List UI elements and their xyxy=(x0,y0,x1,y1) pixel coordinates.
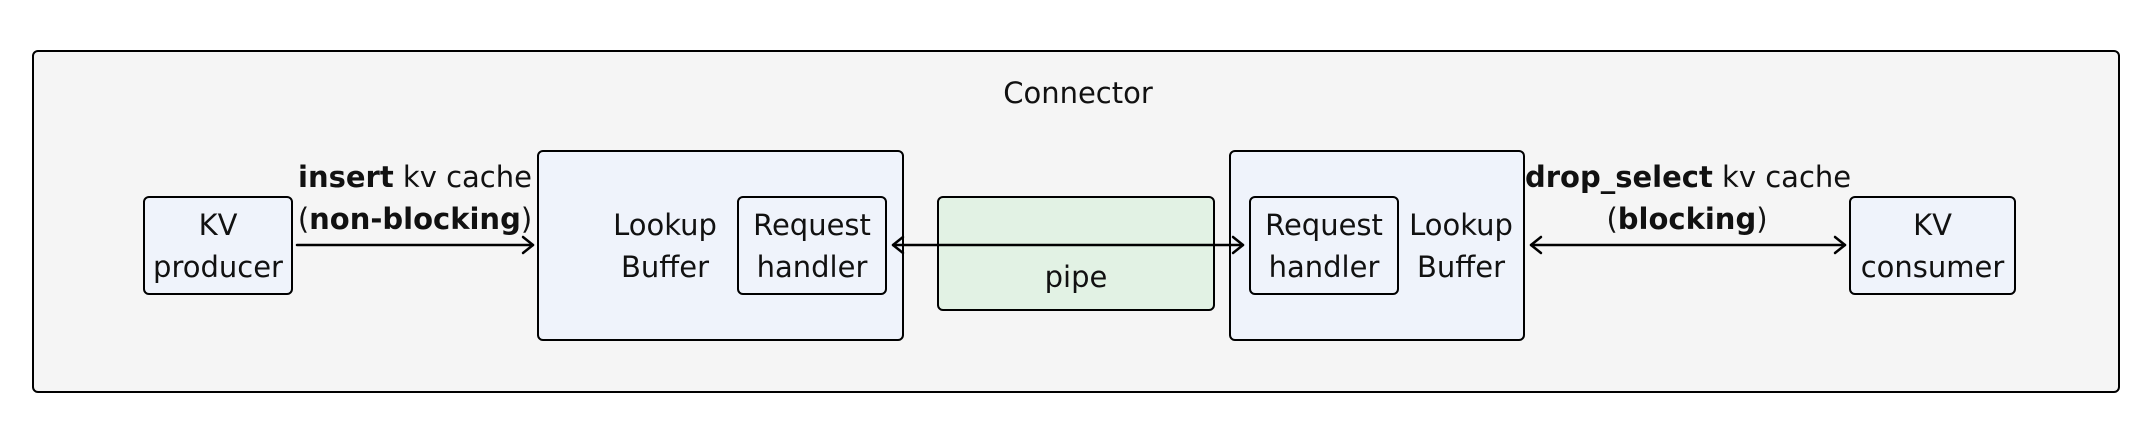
request-handler-right-line1: Request xyxy=(1265,208,1383,242)
pipe-label: pipe xyxy=(1044,260,1108,294)
pipe-arrow xyxy=(891,235,1245,255)
insert-edge-suffix: kv cache xyxy=(393,160,532,194)
lookup-buffer-right-line2: Buffer xyxy=(1416,250,1506,284)
request-handler-left-line2: handler xyxy=(756,250,868,284)
kv-consumer-line2: consumer xyxy=(1860,250,2005,284)
request-handler-right-line2: handler xyxy=(1268,250,1380,284)
kv-producer-line2: producer xyxy=(153,250,283,284)
request-handler-right-box xyxy=(1249,196,1399,295)
insert-edge-label: insert kv cache (non-blocking) xyxy=(293,156,537,240)
lookup-buffer-right-label: Lookup Buffer xyxy=(1396,204,1526,288)
insert-edge-verb: insert xyxy=(298,160,394,194)
kv-producer-box xyxy=(143,196,293,295)
kv-consumer-label: KV consumer xyxy=(1849,204,2016,288)
kv-producer-label: KV producer xyxy=(143,204,293,288)
insert-edge-open: ( xyxy=(297,202,310,236)
kv-consumer-line1: KV xyxy=(1913,208,1952,242)
lookup-buffer-left-line2: Buffer xyxy=(620,250,710,284)
lookup-buffer-left-label: Lookup Buffer xyxy=(600,204,730,288)
lookup-buffer-left-line1: Lookup xyxy=(613,208,717,242)
request-handler-left-label: Request handler xyxy=(737,204,887,288)
insert-arrow xyxy=(295,235,535,255)
pipe-box xyxy=(937,196,1215,311)
drop-select-edge-suffix: kv cache xyxy=(1712,160,1852,194)
insert-edge-mode: non-blocking xyxy=(309,202,521,236)
drop-select-edge-mode: blocking xyxy=(1617,202,1757,236)
drop-select-edge-close: ) xyxy=(1756,202,1768,236)
drop-select-edge-label: drop_select kv cache (blocking) xyxy=(1525,156,1852,240)
drop-select-edge-open: ( xyxy=(1606,202,1618,236)
kv-producer-line1: KV xyxy=(198,208,238,242)
lookup-buffer-right-line1: Lookup xyxy=(1409,208,1513,242)
drop-select-arrow xyxy=(1529,235,1847,255)
kv-consumer-box xyxy=(1849,196,2016,295)
connector-title: Connector xyxy=(1003,76,1153,110)
insert-edge-close: ) xyxy=(520,202,533,236)
request-handler-left-box xyxy=(737,196,887,295)
drop-select-edge-verb: drop_select xyxy=(1525,160,1713,194)
request-handler-right-label: Request handler xyxy=(1249,204,1399,288)
request-handler-left-line1: Request xyxy=(753,208,871,242)
